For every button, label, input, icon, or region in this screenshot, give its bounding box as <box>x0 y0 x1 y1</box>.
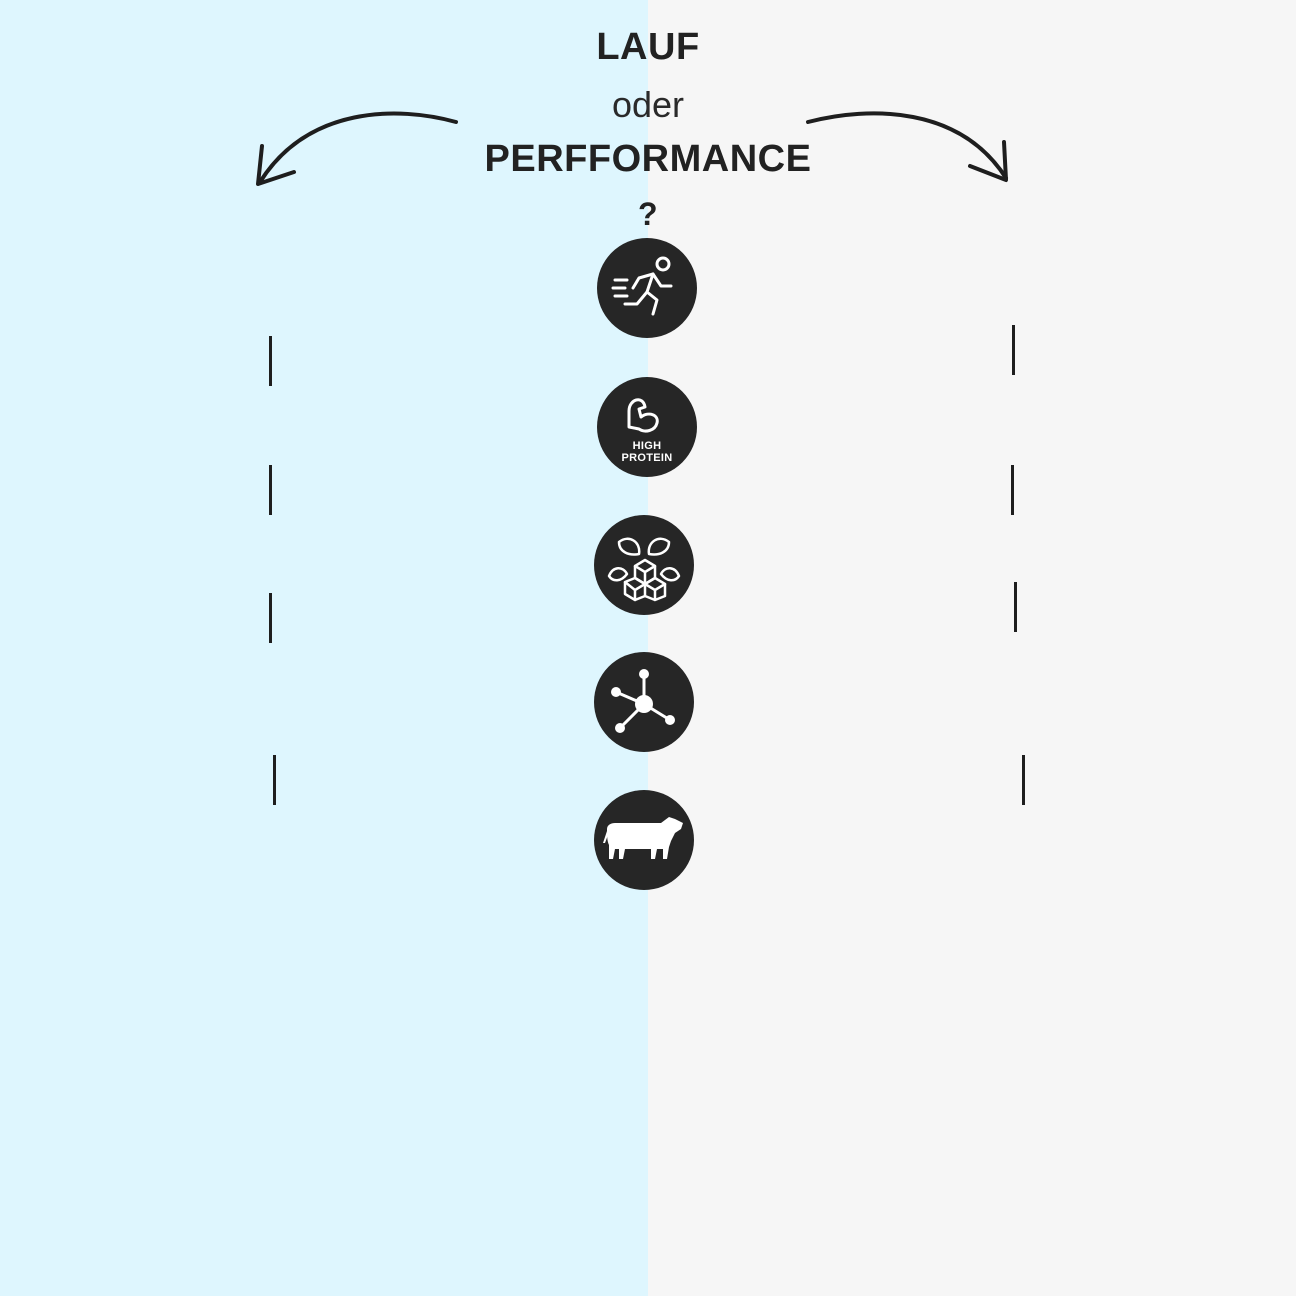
left-divider-2 <box>269 465 272 515</box>
curved-arrow-left-icon <box>256 111 458 186</box>
heading-lauf: LAUF <box>596 26 700 68</box>
right-panel <box>648 0 1296 1296</box>
high-protein-label-line2: PROTEIN <box>621 452 673 464</box>
right-divider-1 <box>1012 325 1015 375</box>
right-divider-2 <box>1011 465 1014 515</box>
high-protein-icon: HIGH PROTEIN <box>597 377 697 477</box>
left-panel <box>0 0 648 1296</box>
heading-oder: oder <box>611 84 685 125</box>
right-divider-3 <box>1014 582 1017 632</box>
sugar-leaves-icon <box>594 515 694 615</box>
right-divider-4 <box>1022 755 1025 805</box>
cow-icon <box>594 790 694 890</box>
curved-arrow-right-icon <box>806 111 1008 182</box>
left-divider-1 <box>269 336 272 386</box>
left-divider-3 <box>269 593 272 643</box>
molecule-icon <box>594 652 694 752</box>
heading-question-mark: ? <box>637 196 659 232</box>
heading-performance: PERFFORMANCE <box>484 138 812 180</box>
left-divider-4 <box>273 755 276 805</box>
high-protein-label-line1: HIGH <box>632 440 662 452</box>
runner-icon <box>597 238 697 338</box>
